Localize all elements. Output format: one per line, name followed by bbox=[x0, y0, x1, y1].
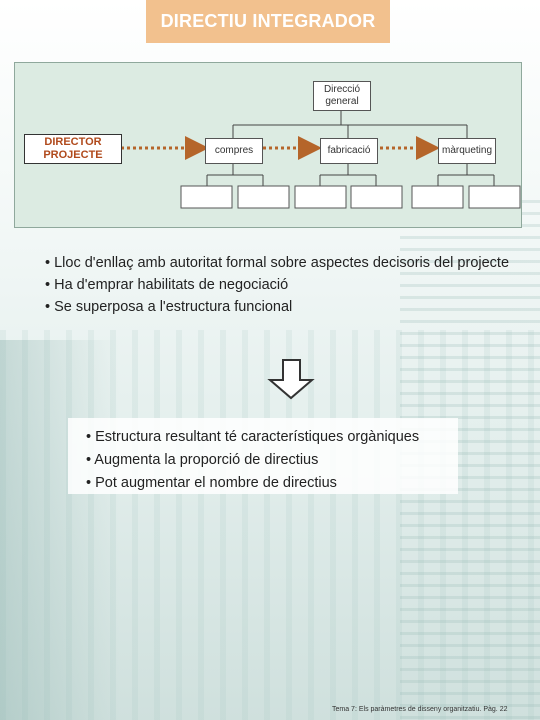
bullet-item: • Ha d'emprar habilitats de negociació bbox=[45, 277, 289, 293]
node-direccio-general: Direcció general bbox=[313, 81, 371, 111]
subtree-fabricacio bbox=[319, 162, 377, 186]
slide-title: DIRECTIU INTEGRADOR bbox=[146, 0, 390, 43]
subtree-compres bbox=[206, 162, 264, 186]
node-marqueting: màrqueting bbox=[438, 138, 496, 164]
node-fabricacio: fabricació bbox=[320, 138, 378, 164]
background-pattern bbox=[0, 330, 540, 720]
bullet-list-top: • Lloc d'enllaç amb autoritat formal sob… bbox=[45, 252, 515, 318]
bullet-item: • Estructura resultant té característiqu… bbox=[86, 429, 420, 445]
bullet-item: • Augmenta la proporció de directius bbox=[86, 452, 319, 468]
node-director-projecte: DIRECTOR PROJECTE bbox=[24, 134, 122, 164]
background-shade-left bbox=[0, 340, 120, 720]
page-footer: Tema 7: Els paràmetres de disseny organi… bbox=[332, 706, 508, 713]
bullet-list-bottom: • Estructura resultant té característiqu… bbox=[68, 418, 458, 494]
bullet-item: • Lloc d'enllaç amb autoritat formal sob… bbox=[45, 255, 510, 271]
bullet-item: • Se superposa a l'estructura funcional bbox=[45, 299, 293, 315]
subtree-marqueting bbox=[437, 162, 495, 186]
bullet-item: • Pot augmentar el nombre de directius bbox=[86, 475, 337, 491]
down-arrow-icon bbox=[267, 359, 315, 400]
node-compres: compres bbox=[205, 138, 263, 164]
subordinate-boxes bbox=[180, 185, 521, 209]
